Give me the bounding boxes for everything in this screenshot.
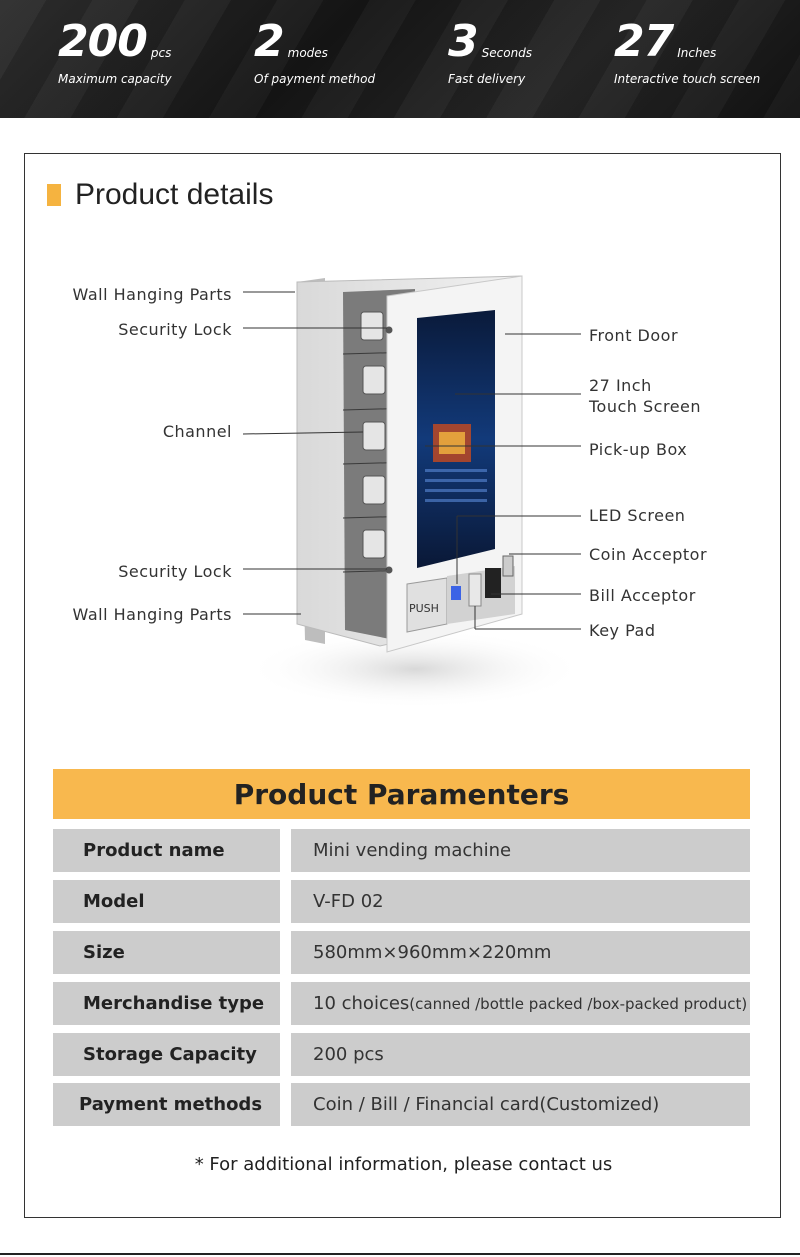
label-pickup-box: Pick-up Box <box>589 440 688 459</box>
param-value-extra: (canned /bottle packed /box-packed produ… <box>409 995 748 1013</box>
product-frame: Product details <box>24 153 781 1218</box>
machine-diagram: PUSH <box>25 154 782 754</box>
label-wall-hanging-bottom: Wall Hanging Parts <box>72 605 232 624</box>
param-value: V-FD 02 <box>313 891 384 912</box>
param-value: Coin / Bill / Financial card(Customized) <box>313 1094 660 1115</box>
label-led-screen: LED Screen <box>589 506 686 525</box>
param-value-main: 10 choices <box>313 993 410 1014</box>
label-bill-acceptor: Bill Acceptor <box>589 586 696 605</box>
param-key: Merchandise type <box>83 993 265 1014</box>
stat-number: 200 <box>58 16 148 67</box>
push-label: PUSH <box>409 602 439 615</box>
label-wall-hanging-top: Wall Hanging Parts <box>72 285 232 304</box>
label-27-inch: 27 Inch <box>589 376 652 395</box>
param-value: 580mm×960mm×220mm <box>313 942 552 963</box>
label-coin-acceptor: Coin Acceptor <box>589 545 708 564</box>
stat-desc: Maximum capacity <box>58 72 172 86</box>
stat-number: 27 <box>614 16 674 67</box>
stat-unit: Seconds <box>481 46 533 60</box>
param-key-cell: Storage Capacity <box>53 1033 280 1076</box>
stat-unit: pcs <box>150 46 172 60</box>
stat-unit: modes <box>287 46 328 60</box>
bottom-divider <box>0 1253 800 1255</box>
param-key: Storage Capacity <box>83 1044 257 1065</box>
stat-desc: Fast delivery <box>448 72 526 86</box>
led-screen-graphic <box>451 586 461 600</box>
param-key: Product name <box>83 840 225 861</box>
param-key: Model <box>83 891 145 912</box>
param-value-cell: V-FD 02 <box>291 880 750 923</box>
param-key-cell: Model <box>53 880 280 923</box>
table-row: Merchandise type 10 choices(canned /bott… <box>53 982 750 1025</box>
param-key: Payment methods <box>79 1094 263 1115</box>
param-key-cell: Merchandise type <box>53 982 280 1025</box>
param-value-cell: 200 pcs <box>291 1033 750 1076</box>
param-key-cell: Product name <box>53 829 280 872</box>
param-value: 10 choices(canned /bottle packed /box-pa… <box>313 993 747 1014</box>
param-value-cell: Coin / Bill / Financial card(Customized) <box>291 1083 750 1126</box>
table-row: Size 580mm×960mm×220mm <box>53 931 750 974</box>
stat-number: 3 <box>448 16 479 67</box>
label-key-pad: Key Pad <box>589 621 656 640</box>
section-header: Product details <box>47 178 273 212</box>
stat-desc: Of payment method <box>254 72 376 86</box>
param-value: 200 pcs <box>313 1044 384 1065</box>
param-value: Mini vending machine <box>313 840 512 861</box>
table-row: Payment methods Coin / Bill / Financial … <box>53 1083 750 1126</box>
label-security-lock-bottom: Security Lock <box>118 562 232 581</box>
table-row: Model V-FD 02 <box>53 880 750 923</box>
table-row: Product name Mini vending machine <box>53 829 750 872</box>
param-key: Size <box>83 942 125 963</box>
param-value-cell: 10 choices(canned /bottle packed /box-pa… <box>291 982 750 1025</box>
stat-number: 2 <box>254 16 285 67</box>
machine-illustration: PUSH <box>242 275 585 709</box>
label-security-lock-top: Security Lock <box>118 320 232 339</box>
table-row: Storage Capacity 200 pcs <box>53 1033 750 1076</box>
label-front-door: Front Door <box>589 326 679 345</box>
param-key-cell: Payment methods <box>53 1083 280 1126</box>
section-title: Product details <box>75 178 274 211</box>
stat-unit: Inches <box>677 46 717 60</box>
param-value-cell: 580mm×960mm×220mm <box>291 931 750 974</box>
param-key-cell: Size <box>53 931 280 974</box>
params-title-bar: Product Paramenters <box>53 769 750 819</box>
label-touch-screen: Touch Screen <box>589 397 702 416</box>
param-value-cell: Mini vending machine <box>291 829 750 872</box>
stat-desc: Interactive touch screen <box>614 72 761 86</box>
params-title: Product Paramenters <box>233 777 570 811</box>
label-channel: Channel <box>162 422 232 441</box>
contact-note: * For additional information, please con… <box>194 1154 613 1175</box>
accent-bar <box>47 184 61 206</box>
